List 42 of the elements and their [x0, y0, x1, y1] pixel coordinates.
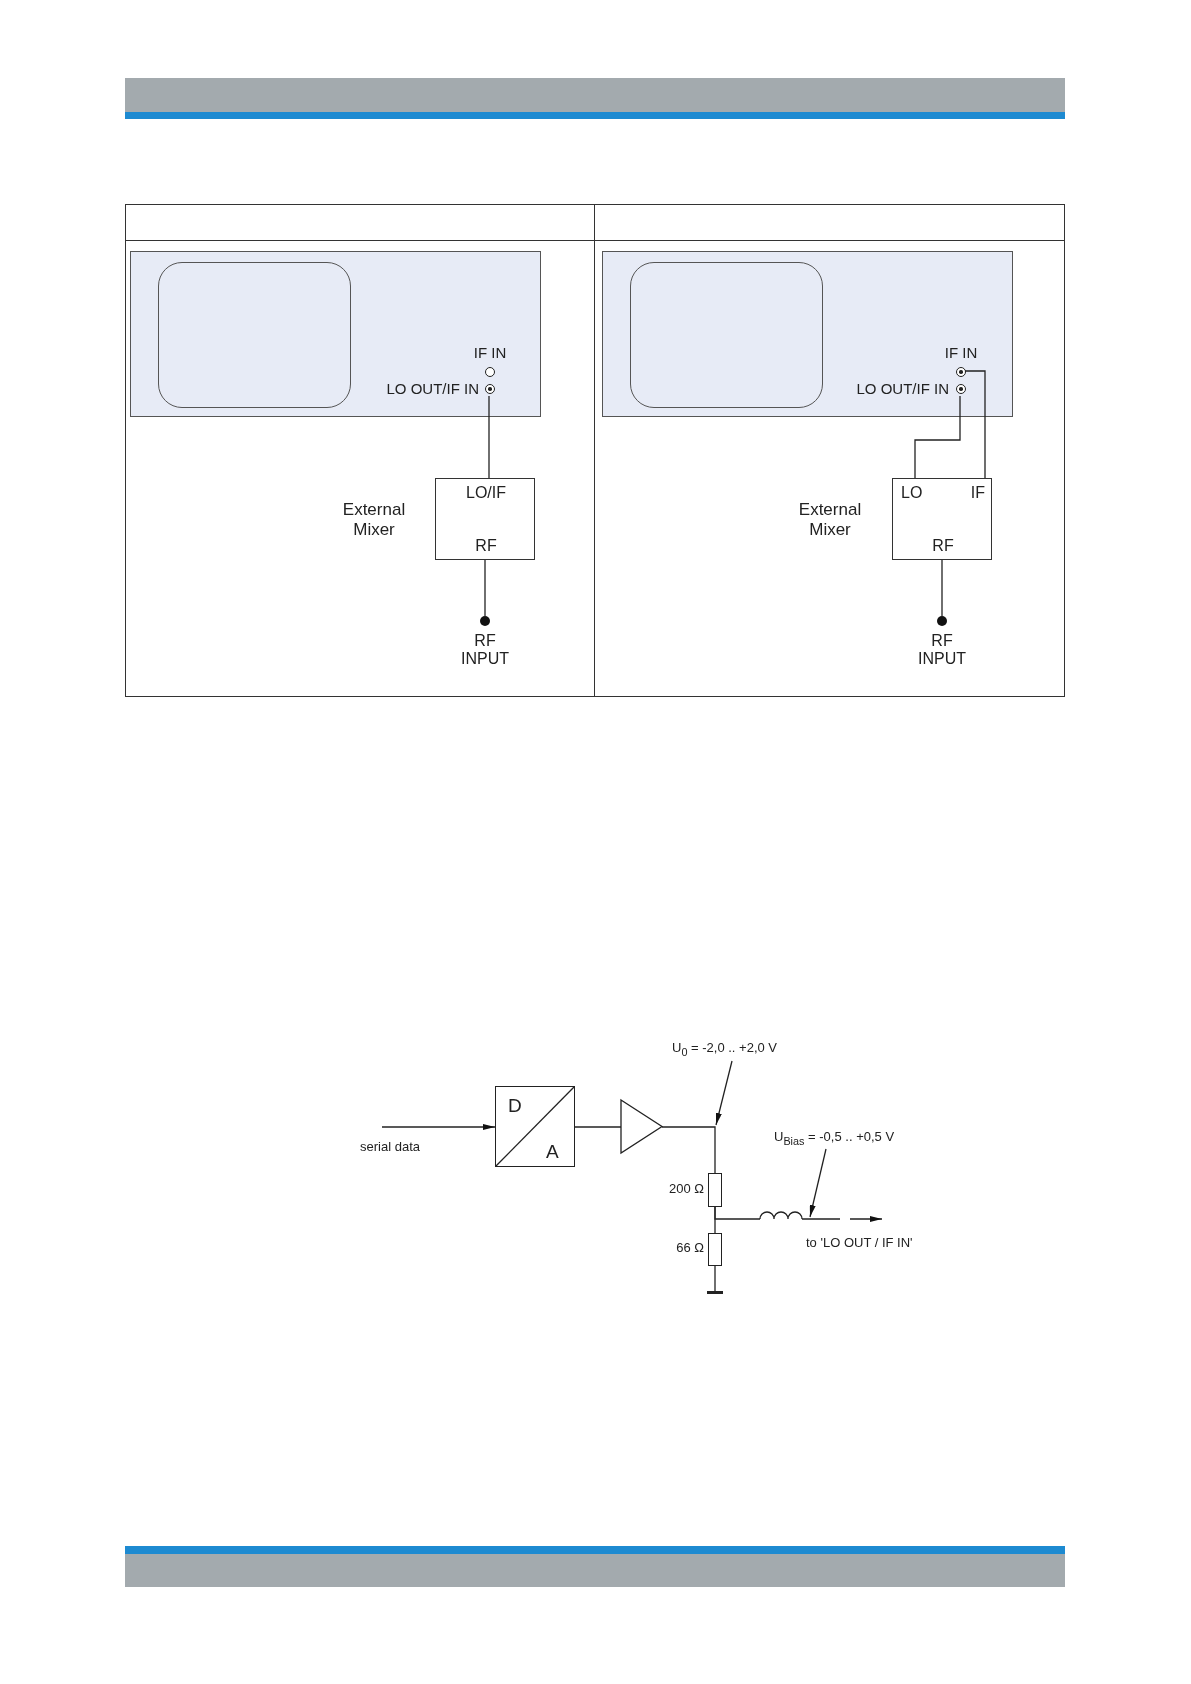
port-label: RF: [474, 537, 498, 556]
wire: [484, 559, 486, 617]
leader-line: [715, 1060, 733, 1126]
signal-arrow: [381, 1124, 496, 1130]
port-label: LO: [901, 484, 924, 503]
converter-block: [495, 1086, 575, 1167]
signal-arrow: [801, 1216, 883, 1222]
port-label: LO OUT/IF IN: [855, 380, 949, 398]
wire: [714, 1206, 761, 1220]
block-label: A: [546, 1141, 560, 1163]
wire: [714, 1265, 716, 1292]
ground-symbol: [707, 1291, 723, 1294]
wire: [941, 559, 943, 617]
wire: [574, 1126, 622, 1128]
port-label: RF: [931, 537, 955, 556]
amplifier-symbol: [621, 1100, 662, 1153]
port-label: IF IN: [472, 344, 508, 362]
wire: [488, 395, 490, 479]
mixer-label: External Mixer: [341, 500, 407, 540]
wire: [661, 1126, 716, 1174]
voltage-label: U$_{Bias}$ = -0,5 .. +0,5 V: [774, 1130, 896, 1148]
wire: [964, 370, 986, 479]
block-label: D: [508, 1095, 523, 1117]
port-label: LO OUT/IF IN: [385, 380, 479, 398]
inductor-symbol: [760, 1209, 802, 1220]
wire: [914, 395, 961, 479]
port-label: IF: [969, 484, 985, 503]
instrument-panel: [602, 251, 1013, 417]
display-screen: [158, 262, 351, 408]
voltage-label: U$_{0}$ = -2,0 .. +2,0 V: [672, 1041, 779, 1059]
edge-label: serial data: [360, 1140, 421, 1155]
edge-label: to 'LO OUT / IF IN': [806, 1236, 914, 1251]
port-label: LO/IF: [465, 484, 507, 503]
input-label: RF INPUT: [460, 632, 510, 669]
mixer-label: External Mixer: [797, 500, 863, 540]
port-label: IF IN: [943, 344, 979, 362]
input-label: RF INPUT: [917, 632, 967, 669]
display-screen: [630, 262, 823, 408]
instrument-panel: [130, 251, 541, 417]
leader-line: [809, 1148, 827, 1218]
value-label: 66 Ω: [675, 1241, 704, 1256]
value-label: 200 Ω: [667, 1182, 704, 1197]
